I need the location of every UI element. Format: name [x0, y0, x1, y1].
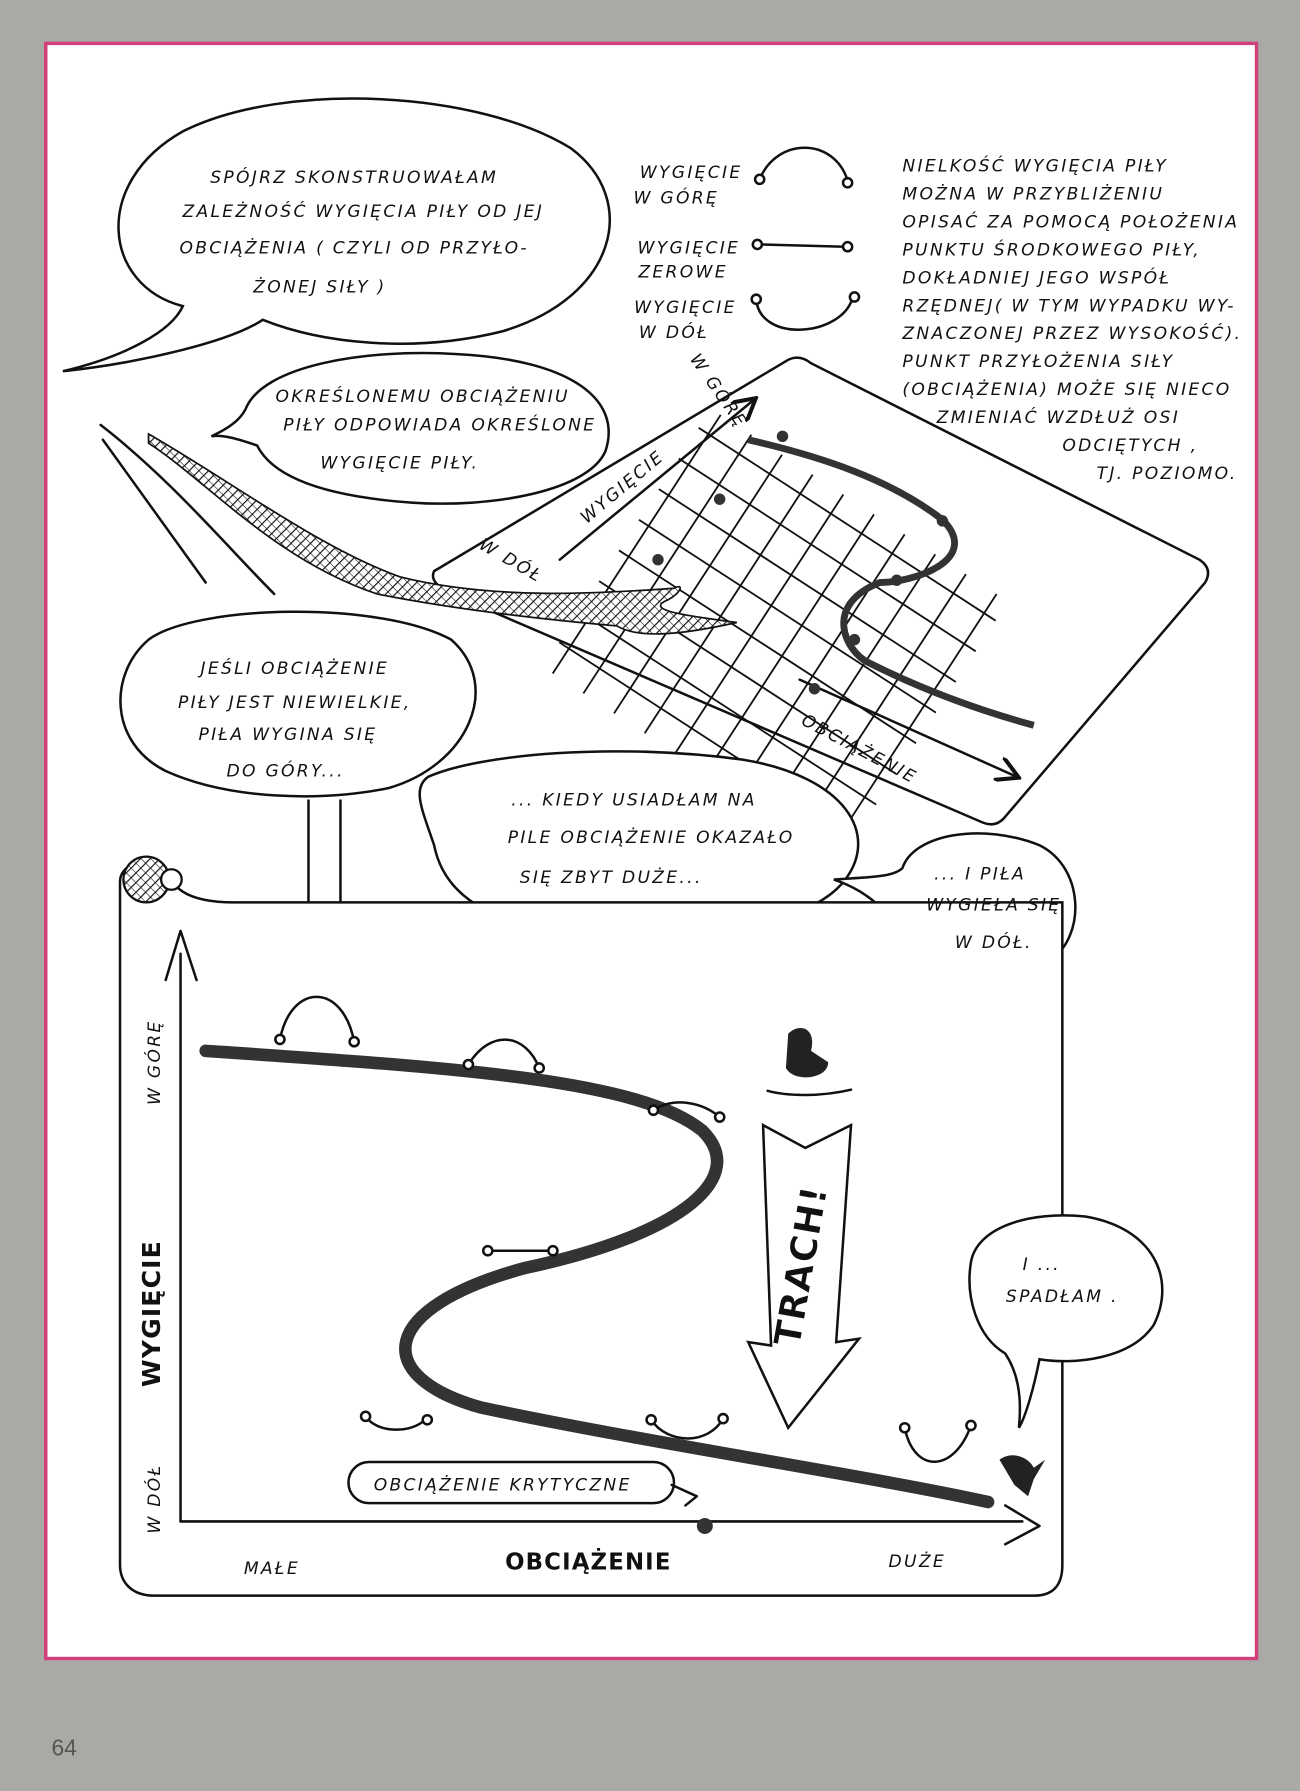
- down-line: W DÓŁ.: [955, 931, 1033, 953]
- page-number: 64: [51, 1735, 77, 1761]
- fell-line: SPADŁAM .: [1006, 1287, 1119, 1307]
- grid-line: [735, 533, 906, 794]
- down-line: ... I PIŁA: [934, 865, 1026, 885]
- legend-label: ZEROWE: [637, 263, 727, 283]
- saw: [147, 432, 737, 635]
- explanation-line: ZNACZONEJ PRZEZ WYSOKOŚĆ).: [901, 322, 1242, 344]
- explanation-line: ODCIĘTYCH ,: [1062, 436, 1198, 456]
- bent-up-icon: [758, 146, 849, 182]
- explanation-line: (OBCIĄŻENIA) MOŻE SIĘ NIECO: [902, 379, 1231, 400]
- critical-point: [696, 1518, 713, 1535]
- chart-x-small: MAŁE: [244, 1559, 300, 1579]
- explanation-line: TJ. POZIOMO.: [1097, 464, 1238, 484]
- grid-line: [618, 549, 917, 745]
- explanation-line: RZĘDNEJ( W TYM WYPADKU WY-: [902, 296, 1235, 316]
- speech-bubble-small-load: [119, 610, 477, 798]
- intro-line: ZALEŻNOŚĆ WYGIĘCIA PIŁY OD JEJ: [181, 200, 544, 222]
- fallen-figure-icon: [999, 1455, 1046, 1497]
- grid-line: [698, 427, 997, 622]
- critical-load-label: OBCIĄŻENIE KRYTYCZNE: [374, 1475, 632, 1496]
- intro-line: ŻONEJ SIŁY ): [252, 276, 386, 297]
- straight-icon: [756, 243, 847, 248]
- grid-line: [643, 474, 814, 734]
- small-load-line: PIŁY JEST NIEWIELKIE,: [178, 693, 411, 713]
- bottom-chart: [118, 855, 1064, 1597]
- sat-line: PILE OBCIĄŻENIE OKAZAŁO: [508, 827, 795, 848]
- speech-bubble-fell: [968, 1214, 1164, 1429]
- grid-line: [705, 513, 875, 774]
- chart-x-large: DUŻE: [889, 1551, 946, 1572]
- s-curve: [199, 1044, 995, 1509]
- speech-bubble-load: [210, 351, 610, 505]
- small-load-line: JEŚLI OBCIĄŻENIE: [198, 657, 390, 679]
- down-line: WYGIEŁA SIĘ: [926, 895, 1061, 915]
- grid-line: [674, 494, 845, 754]
- crash-arrow: [746, 1122, 862, 1431]
- grid-line: [578, 610, 877, 806]
- explanation-line: OPISAĆ ZA POMOCĄ POŁOŻENIA: [902, 210, 1239, 232]
- chart-x-label: OBCIĄŻENIE: [505, 1547, 671, 1575]
- small-load-line: DO GÓRY...: [227, 760, 345, 782]
- grid-line: [638, 519, 937, 714]
- grid-line: [551, 414, 722, 675]
- explanation-line: ZMIENIAĆ WZDŁUŻ OSI: [936, 406, 1180, 428]
- intro-line: SPÓJRZ SKONSTRUOWAŁAM: [210, 166, 498, 188]
- explanation-line: MOŻNA W PRZYBLIŻENIU: [902, 183, 1164, 204]
- sat-line: SIĘ ZBYT DUŻE...: [520, 867, 703, 888]
- bent-down-icon: [754, 298, 854, 331]
- load-line: WYGIĘCIE PIŁY.: [320, 453, 479, 473]
- grid-line: [678, 457, 977, 653]
- falling-figure-icon: [785, 1027, 829, 1078]
- grid-line: [582, 434, 753, 694]
- explanation-line: PUNKTU ŚRODKOWEGO PIŁY,: [902, 238, 1201, 260]
- fell-line: I ...: [1023, 1255, 1061, 1275]
- load-line: OKREŚLONEMU OBCIĄŻENIU: [276, 385, 570, 407]
- explanation-line: NIELKOŚĆ WYGIĘCIA PIŁY: [902, 154, 1168, 176]
- small-load-line: PIŁA WYGINA SIĘ: [198, 725, 377, 745]
- explanation-line: DOKŁADNIEJ JEGO WSPÓŁ: [902, 266, 1171, 288]
- legend-label: W DÓŁ: [639, 321, 709, 343]
- grid-line: [766, 553, 937, 814]
- intro-line: OBCIĄŻENIA ( CZYLI OD PRZYŁO-: [179, 238, 528, 259]
- sat-line: ... KIEDY USIADŁAM NA: [511, 790, 756, 810]
- load-line: PIŁY ODPOWIADA OKREŚLONE: [283, 414, 596, 436]
- grid-line: [613, 454, 783, 714]
- explanation-line: PUNKT PRZYŁOŻENIA SIŁY: [902, 351, 1174, 372]
- speech-bubble-intro: [62, 97, 611, 373]
- chart-y-down: W DÓŁ: [143, 1464, 165, 1534]
- grid-line: [658, 488, 957, 683]
- chart-y-up: W GÓRĘ: [143, 1019, 165, 1105]
- chart-y-label: WYGIĘCIE: [137, 1240, 166, 1387]
- critical-load-box: [347, 1460, 676, 1505]
- graph-paper-curve: [747, 436, 1035, 729]
- legend-label: WYGIĘCIE: [634, 298, 737, 318]
- legend-label: WYGIĘCIE: [640, 163, 743, 183]
- legend-icons: [750, 146, 861, 331]
- legend-label: WYGIĘCIE: [638, 239, 741, 259]
- legend-label: W GÓRĘ: [633, 186, 719, 208]
- grid-line: [827, 593, 998, 854]
